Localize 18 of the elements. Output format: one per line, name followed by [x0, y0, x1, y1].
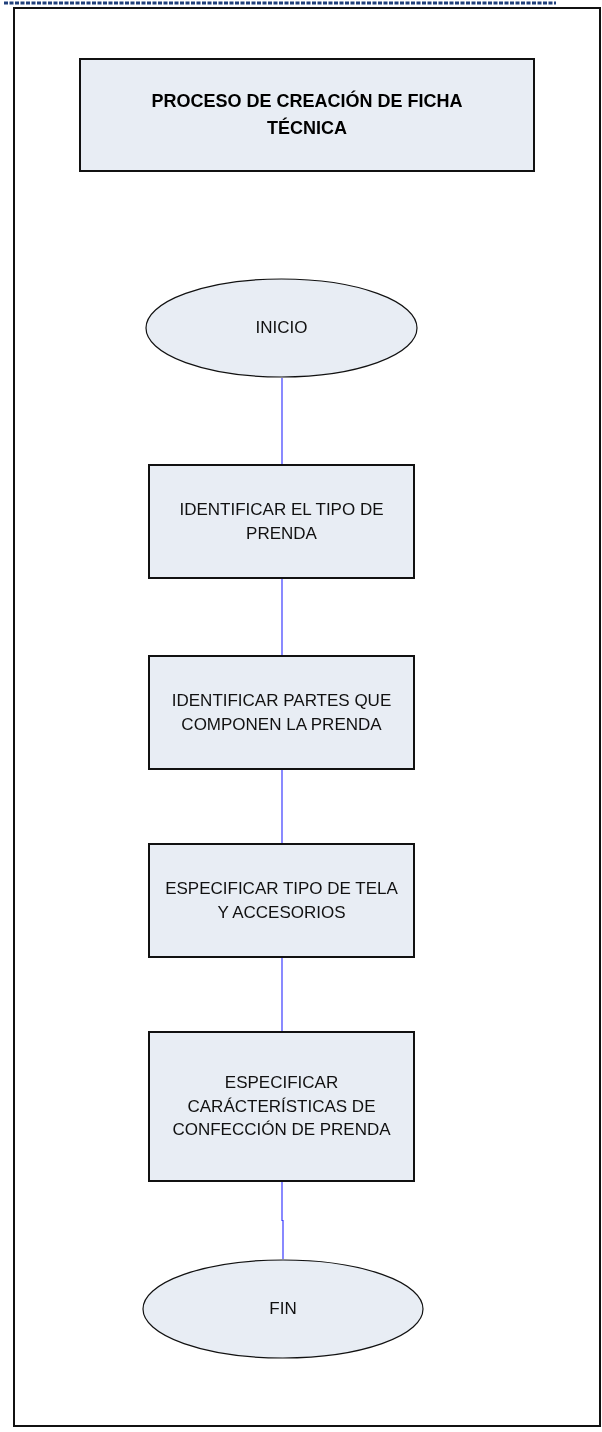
diagram-title: PROCESO DE CREACIÓN DE FICHA TÉCNICA — [150, 89, 464, 140]
terminal-ellipse — [145, 278, 418, 378]
node-label: ESPECIFICAR CARÁCTERÍSTICAS DE CONFECCIÓN DE PRENDA — [171, 1071, 392, 1142]
connector-line — [281, 1181, 284, 1260]
process-box — [148, 1031, 415, 1182]
node-label: ESPECIFICAR TIPO DE TELA Y ACCESORIOS — [164, 877, 399, 924]
node-label: IDENTIFICAR EL TIPO DE PRENDA — [178, 498, 385, 545]
node-label: IDENTIFICAR PARTES QUE COMPONEN LA PRENDA — [170, 689, 393, 736]
node-label: FIN — [268, 1298, 298, 1321]
process-box — [148, 655, 415, 770]
connector-line — [281, 377, 283, 465]
process-box — [148, 843, 415, 958]
process-box — [148, 464, 415, 579]
connector-line — [281, 578, 283, 656]
connector-line — [281, 957, 283, 1032]
terminal-ellipse — [142, 1259, 424, 1359]
connector-line — [281, 769, 283, 844]
node-label: INICIO — [254, 317, 309, 340]
